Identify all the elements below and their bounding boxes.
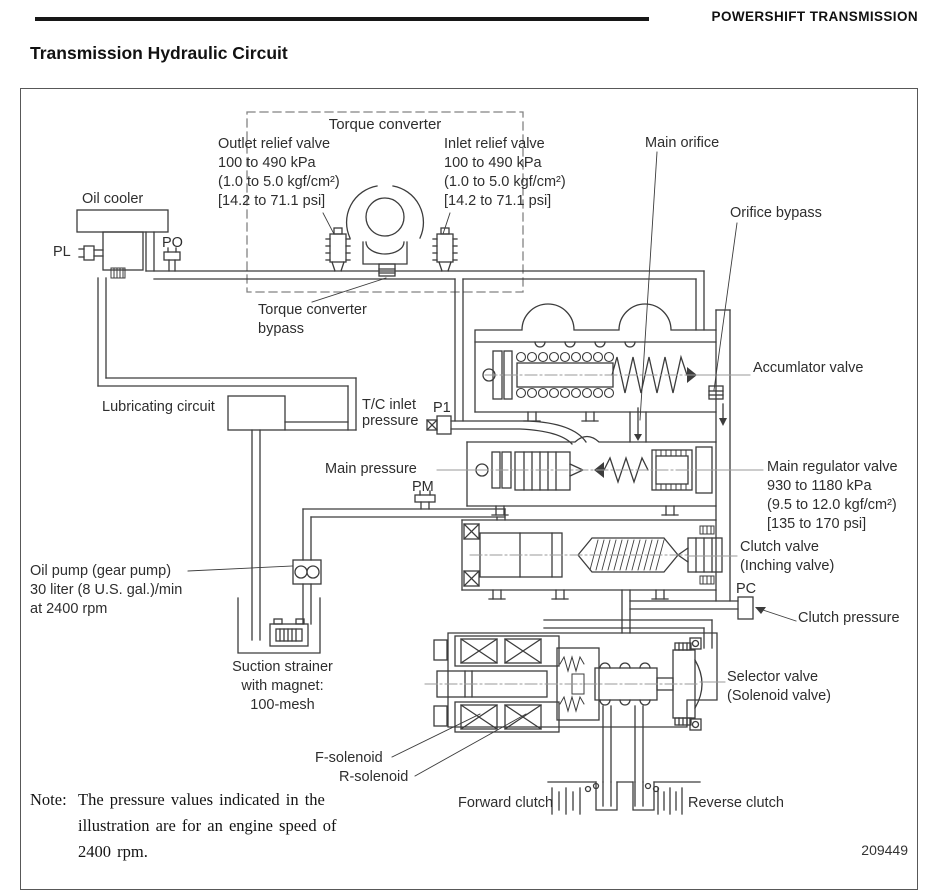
cooler-hatch xyxy=(110,267,126,279)
lubricating-circuit-symbol xyxy=(227,395,286,431)
accumulator-feet xyxy=(523,411,599,422)
label-port-pl: PL xyxy=(53,244,71,260)
label-f-solenoid: F-solenoid xyxy=(315,750,383,766)
label-main-regulator-valve: Main regulator valve 930 to 1180 kPa (9.… xyxy=(767,459,898,532)
label-main-orifice: Main orifice xyxy=(645,135,720,151)
label-port-pm: PM xyxy=(412,479,434,495)
outlet-relief-valve-symbol xyxy=(325,227,351,272)
label-suction-strainer: Suction strainer with magnet: 100-mesh xyxy=(232,659,333,713)
port-pl-fitting xyxy=(78,245,104,261)
label-reverse-clutch: Reverse clutch xyxy=(688,795,784,811)
label-port-pc: PC xyxy=(736,581,757,597)
label-main-pressure: Main pressure xyxy=(325,461,417,477)
figure-number: 209449 xyxy=(861,842,908,858)
label-selector-valve: Selector valve (Solenoid valve) xyxy=(727,669,831,704)
pipes xyxy=(97,270,739,783)
page-title: Transmission Hydraulic Circuit xyxy=(30,43,288,63)
torque-converter-dashed-box xyxy=(246,111,524,293)
selector-valve-section xyxy=(433,632,718,733)
label-r-solenoid: R-solenoid xyxy=(339,769,409,785)
centerlines xyxy=(424,374,701,685)
label-oil-cooler: Oil cooler xyxy=(82,191,144,207)
reverse-clutch-symbol xyxy=(632,781,701,815)
sump-tank xyxy=(237,597,321,654)
reverse-clutch-plates xyxy=(657,787,683,815)
oil-pump-symbol xyxy=(292,559,322,585)
label-inlet-relief-valve: Inlet relief valve 100 to 490 kPa (1.0 t… xyxy=(444,136,566,209)
clutch-bearing-boxes xyxy=(463,523,480,587)
label-port-po: PO xyxy=(162,235,183,251)
port-pm-fitting xyxy=(414,490,436,510)
main-regulator-valve-section xyxy=(466,435,717,516)
label-port-p1: P1 xyxy=(433,400,451,416)
accumulator-coil-circles xyxy=(515,351,615,399)
forward-clutch-symbol xyxy=(547,781,634,815)
label-oil-pump: Oil pump (gear pump) 30 liter (8 U.S. ga… xyxy=(30,563,183,617)
label-clutch-pressure: Clutch pressure xyxy=(798,610,900,626)
oil-cooler-symbol xyxy=(76,209,181,279)
inlet-relief-valve-symbol xyxy=(432,227,458,272)
torque-converter-bypass-symbol xyxy=(378,263,396,277)
regulator-sleeve-hatch xyxy=(655,449,687,491)
label-tc-inlet-pressure: T/C inlet pressure xyxy=(362,397,419,429)
gray-leaders xyxy=(436,374,764,683)
label-torque-converter-bypass: Torque converter bypass xyxy=(258,302,367,337)
port-pc-fitting xyxy=(737,596,754,620)
clutch-valve-section xyxy=(461,519,723,600)
label-accumulator-valve: Accumlator valve xyxy=(753,360,864,376)
label-torque-converter: Torque converter xyxy=(328,116,442,133)
port-p1-fitting xyxy=(426,415,452,435)
label-forward-clutch: Forward clutch xyxy=(458,795,554,811)
label-lubricating-circuit: Lubricating circuit xyxy=(102,399,215,415)
note-prefix: Note: xyxy=(30,790,67,809)
label-clutch-valve: Clutch valve (Inching valve) xyxy=(740,539,835,574)
header-section-title: POWERSHIFT TRANSMISSION xyxy=(711,9,918,24)
note-text: The pressure values indicated in the ill… xyxy=(78,790,337,861)
regulator-feet xyxy=(491,505,679,516)
torque-converter-symbol xyxy=(345,185,425,265)
main-orifice-channel xyxy=(629,407,647,443)
port-po-fitting xyxy=(163,247,181,272)
header-rule xyxy=(35,17,649,21)
leader-lines xyxy=(187,151,797,777)
clutch-valve-end-springs xyxy=(699,525,715,585)
clutch-valve-feet xyxy=(488,589,669,600)
valve-body-right-wall xyxy=(708,309,731,602)
label-outlet-relief-valve: Outlet relief valve 100 to 490 kPa (1.0 … xyxy=(218,136,340,209)
forward-clutch-plates xyxy=(551,787,581,815)
suction-strainer-symbol xyxy=(269,618,309,647)
clutch-pressure-arrow xyxy=(755,607,797,622)
label-orifice-bypass: Orifice bypass xyxy=(730,205,822,221)
